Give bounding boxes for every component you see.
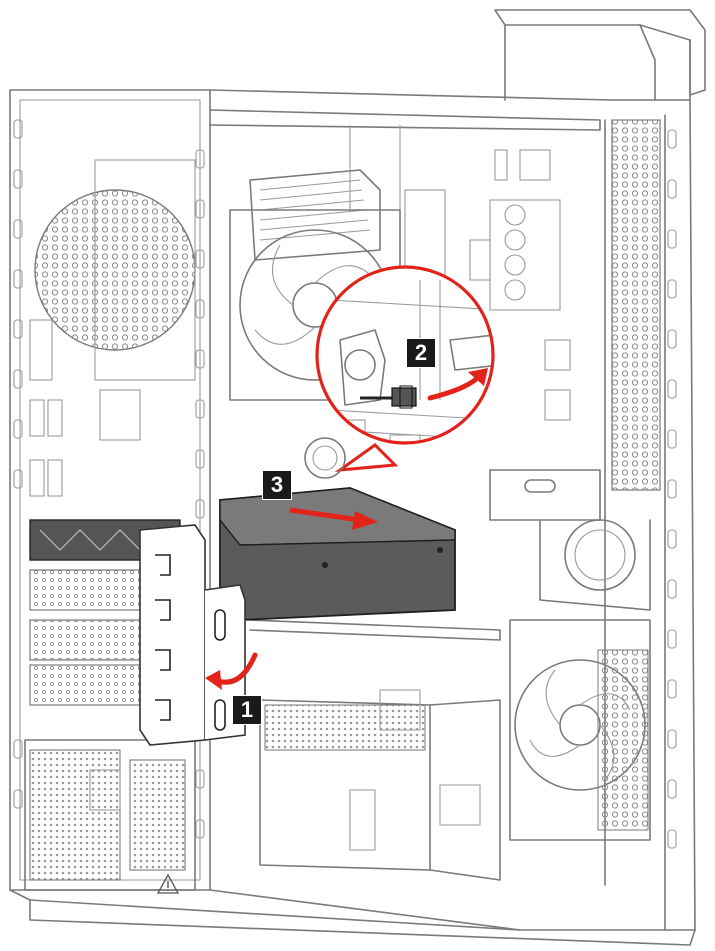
magnified-detail — [315, 265, 495, 472]
front-rail-slots — [667, 129, 677, 849]
front-mesh — [611, 119, 661, 491]
arrow-step-3 — [289, 507, 378, 530]
expansion-slot-covers — [29, 519, 181, 706]
rear-io-ports — [29, 319, 141, 497]
rear-fan-grille — [34, 159, 196, 381]
step-label-1: 1 — [232, 695, 262, 725]
pcie-card — [219, 487, 456, 621]
step-label-2: 2 — [406, 338, 436, 368]
drive-cage — [259, 689, 501, 881]
chassis — [9, 9, 706, 946]
drive-bracket — [489, 469, 651, 611]
cmos-battery — [304, 437, 346, 479]
back-panel-slots — [13, 119, 205, 839]
arrow-step-1 — [205, 652, 258, 690]
step-label-3: 3 — [262, 470, 292, 500]
arrow-step-2 — [427, 368, 488, 401]
cable-connector — [360, 385, 417, 409]
warning-icon — [156, 873, 180, 894]
front-fan — [509, 619, 651, 841]
power-supply-rear — [24, 739, 196, 891]
